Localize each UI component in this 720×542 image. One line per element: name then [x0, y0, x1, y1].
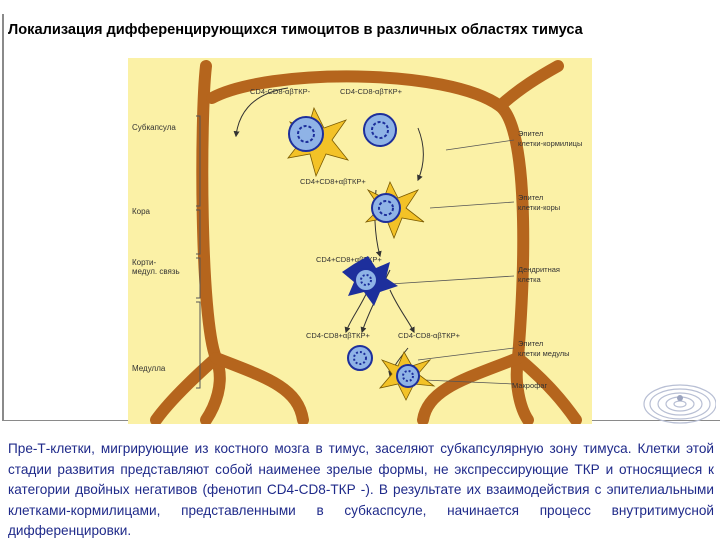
thymocyte-dp-lower: [354, 268, 378, 292]
thymocyte-sp-cd8: [396, 364, 420, 388]
zone-label-subcapsule: Субкапсула: [132, 123, 176, 132]
zone-brackets: [196, 115, 201, 389]
trabeculae: [150, 60, 582, 424]
cell-label-medulla-1: Эпител: [518, 339, 543, 348]
phenotype-label-sp-cd4: CD4-CD8+αβТКР+: [306, 331, 370, 340]
thymocyte-dn-right: [363, 113, 397, 147]
description-paragraph: Пре-Т-клетки, мигрирующие из костного мо…: [8, 441, 714, 539]
zone-label-corticomedullary-2: медул. связь: [132, 267, 180, 276]
thymus-diagram: Субкапсула Кора Корти- медул. связь Меду…: [128, 58, 592, 424]
thymocyte-dp-upper: [371, 193, 401, 223]
cell-label-macrophage: Макрофаг: [512, 381, 547, 390]
cell-label-cortex-2: клетки-коры: [518, 203, 560, 212]
zone-label-medulla: Медулла: [132, 364, 166, 373]
thymocyte-dn-left: [288, 116, 324, 152]
label-leaders: [389, 139, 515, 385]
left-rule: [2, 14, 4, 420]
zone-label-corticomedullary-1: Корти-: [132, 258, 157, 267]
decorative-wave-icon: [643, 384, 716, 424]
thymocytes: [288, 113, 420, 388]
thymocyte-sp-cd4: [347, 345, 373, 371]
phenotype-label-dp-lower: CD4+CD8+αβТКР+: [316, 255, 382, 264]
cell-label-nurse-2: клетки-кормилицы: [518, 139, 582, 148]
cell-label-nurse-1: Эпител: [518, 129, 543, 138]
slide-title: Локализация дифференцирующихся тимоцитов…: [8, 22, 583, 38]
cell-label-dendritic-1: Дендритная: [518, 265, 560, 274]
cell-label-cortex-1: Эпител: [518, 193, 543, 202]
phenotype-label-dn-right: CD4-CD8-αβТКР+: [340, 87, 403, 96]
phenotype-label-dn-left: CD4-CD8-αβТКР-: [250, 87, 311, 96]
cell-label-medulla-2: клетки медулы: [518, 349, 570, 358]
zone-label-cortex: Кора: [132, 207, 151, 216]
cell-label-dendritic-2: клетка: [518, 275, 542, 284]
phenotype-label-dp-upper: CD4+CD8+αβТКР+: [300, 177, 366, 186]
phenotype-label-sp-cd8: CD4-CD8-αβТКР+: [398, 331, 461, 340]
